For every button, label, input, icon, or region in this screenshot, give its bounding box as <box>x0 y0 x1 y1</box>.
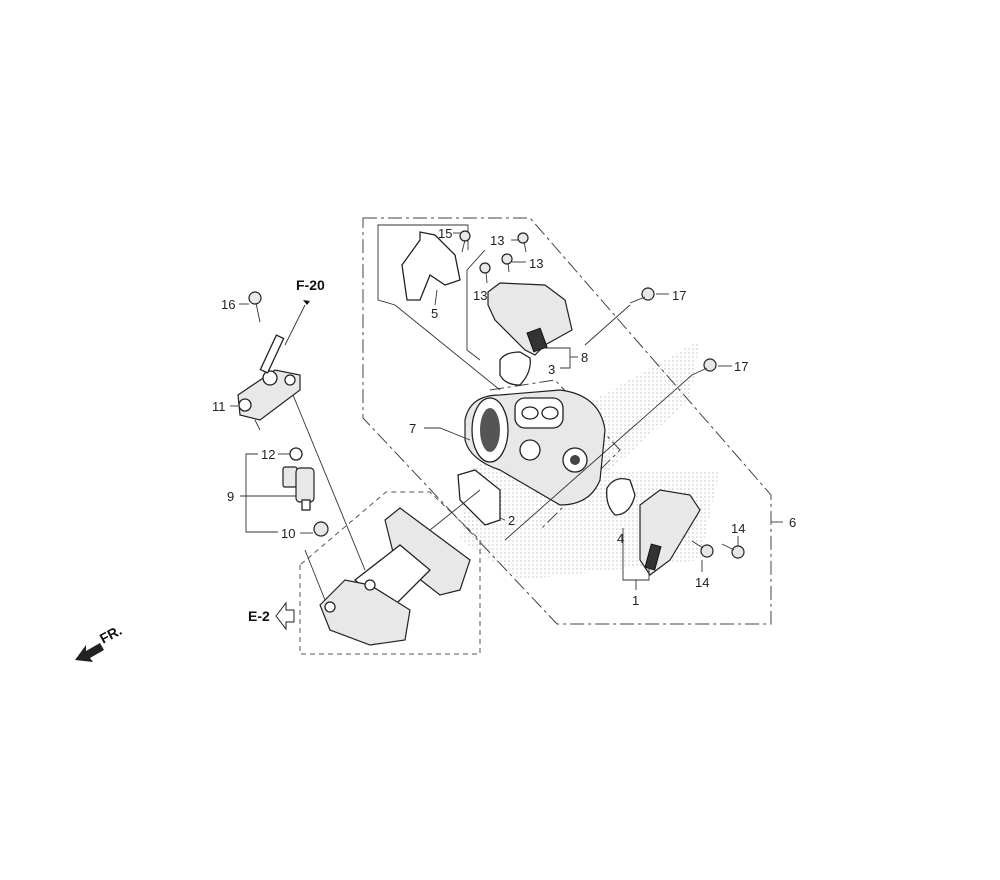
sensor-1 <box>639 489 701 576</box>
bolt-17 <box>629 287 655 304</box>
bolt-14 <box>691 540 714 558</box>
callout-6: 6 <box>789 515 796 530</box>
intake-pipe <box>319 507 471 646</box>
assembly-8-bracket <box>466 249 486 361</box>
bolt-15 <box>459 230 471 253</box>
reference-e2[interactable]: E-2 <box>248 608 270 624</box>
callout-5: 5 <box>431 306 438 321</box>
fuel-joint-11 <box>237 334 301 421</box>
callout-17: 17 <box>672 288 686 303</box>
callout-8: 8 <box>581 350 588 365</box>
callout-12: 12 <box>261 447 275 462</box>
leader-lines <box>230 232 783 601</box>
gasket-4 <box>606 477 636 516</box>
callout-14: 14 <box>695 575 709 590</box>
callout-4: 4 <box>617 531 624 546</box>
intake-dashed-box <box>299 491 481 655</box>
arrow-front-icon <box>75 643 104 662</box>
bolt-13 <box>501 253 513 273</box>
callout-14: 14 <box>731 521 745 536</box>
reference-f20[interactable]: F-20 <box>296 277 325 293</box>
callout-9: 9 <box>227 489 234 504</box>
callout-2: 2 <box>508 513 515 528</box>
fuel-injector-9 <box>282 466 315 511</box>
assembly-6-outline <box>362 217 772 625</box>
callout-13: 13 <box>529 256 543 271</box>
callout-11: 11 <box>212 399 226 414</box>
seal-10 <box>313 521 329 537</box>
callout-15: 15 <box>438 226 452 241</box>
callout-13: 13 <box>473 288 487 303</box>
throttle-sensor-8 <box>487 282 573 356</box>
arrow-up-icon <box>303 300 310 305</box>
gasket-3 <box>499 351 531 386</box>
throttle-body-7 <box>464 389 606 506</box>
front-label: FR. <box>97 622 124 647</box>
o-ring-12 <box>289 447 303 461</box>
callout-16: 16 <box>221 297 235 312</box>
callout-1: 1 <box>632 593 639 608</box>
bolt-13 <box>517 232 529 253</box>
callout-13: 13 <box>490 233 504 248</box>
cover-5 <box>401 231 461 301</box>
bolt-16 <box>248 291 262 323</box>
front-direction-indicator: FR. <box>75 622 124 662</box>
bolt-17 <box>691 358 717 376</box>
gasket-2 <box>457 469 501 526</box>
callout-3: 3 <box>548 362 555 377</box>
callout-7: 7 <box>409 421 416 436</box>
hollow-arrow-left-icon <box>275 601 295 631</box>
callout-17: 17 <box>734 359 748 374</box>
bolt-13 <box>479 262 491 284</box>
callout-10: 10 <box>281 526 295 541</box>
bolt-14 <box>721 543 745 559</box>
